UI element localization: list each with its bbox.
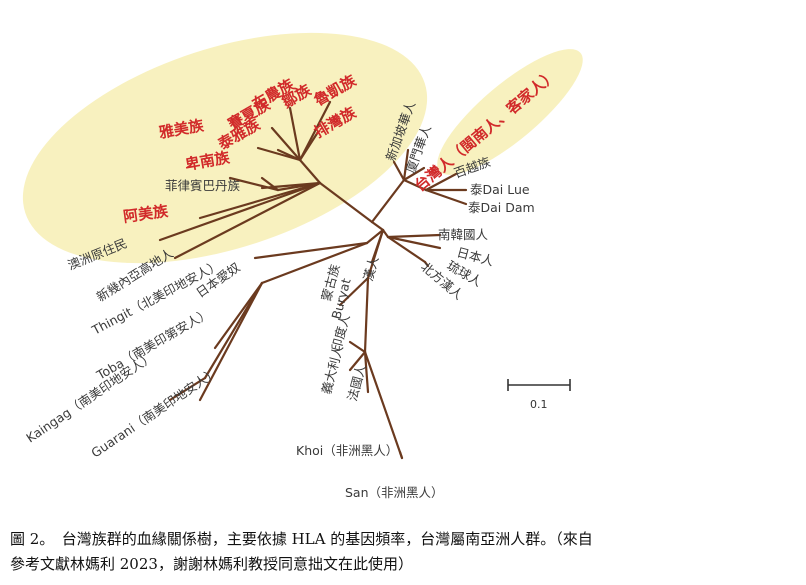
phylogenetic-tree-figure: 排灣族 魯凱族 鄒族 布農族 賽夏族 泰雅族 雅美族 卑南族 阿美族 菲律賓巴丹… [22,32,583,500]
figure-caption: 圖 2。 台灣族群的血緣關係樹，主要依據 HLA 的基因頻率，台灣屬南亞洲人群。… [10,527,802,577]
label-french: 法國人 [344,362,368,403]
taiwanese-highlight [437,49,583,175]
label-philippines: 菲律賓巴丹族 [165,178,241,193]
label-taiwanese: 台灣人（閩南人、客家人） [411,66,560,196]
austronesian-highlight [22,32,428,264]
label-dai-lue: 泰Dai Lue [470,182,530,197]
label-italian: 義大利人 [318,343,346,396]
tree-branches [158,100,468,460]
label-korean: 南韓國人 [438,227,489,242]
label-khoi: Khoi（非洲黑人） [296,443,398,458]
scale-bar [507,379,571,391]
scale-bar-label: 0.1 [530,398,548,411]
caption-line-2: 參考文獻林媽利 2023，謝謝林媽利教授同意拙文在此使用） [10,555,413,573]
caption-line-1: 圖 2。 台灣族群的血緣關係樹，主要依據 HLA 的基因頻率，台灣屬南亞洲人群。… [10,530,593,548]
label-dai-dam: 泰Dai Dam [468,200,535,215]
label-han: 漢人 [360,254,381,283]
label-san: San（非洲黑人） [345,485,444,500]
